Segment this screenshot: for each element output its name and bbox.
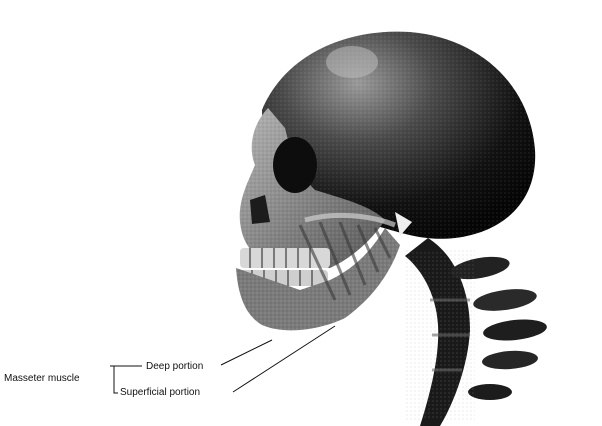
masseter-muscle-label: Masseter muscle — [4, 373, 80, 385]
deep-portion-label: Deep portion — [146, 361, 203, 373]
leader-lines — [110, 326, 335, 393]
cervical-spine — [405, 238, 548, 426]
superficial-portion-label: Superficial portion — [120, 387, 200, 399]
